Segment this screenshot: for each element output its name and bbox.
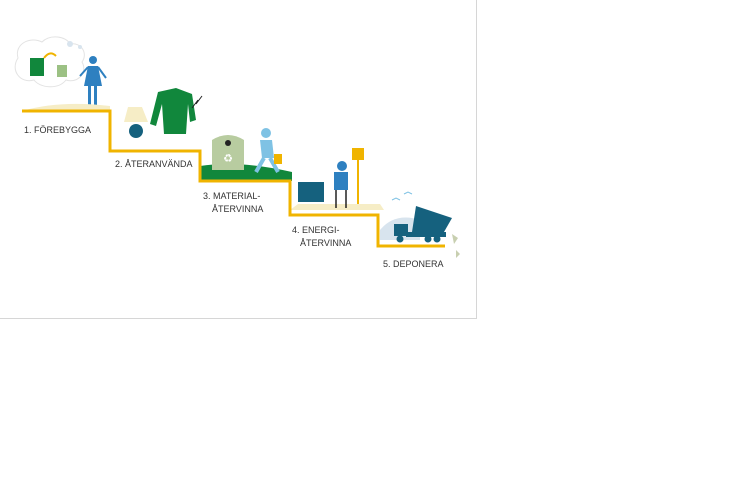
person-walking-icon <box>254 128 280 173</box>
recycling-bin-icon <box>212 135 244 170</box>
radiator-icon <box>298 182 324 202</box>
step-3-label-line2: ÅTERVINNA <box>212 204 263 214</box>
recycle-illustration: ♻ <box>200 128 292 181</box>
step-5-label: 5. DEPONERA <box>383 259 444 269</box>
reuse-illustration <box>124 88 203 138</box>
person-icon <box>79 56 107 106</box>
step-4-label-line1: 4. ENERGI- <box>292 225 340 235</box>
staircase-line <box>22 109 445 248</box>
step-1-label: 1. FÖREBYGGA <box>24 125 91 135</box>
dump-truck-icon <box>412 206 452 232</box>
svg-text:♻: ♻ <box>223 153 233 165</box>
step-3-label-line1: 3. MATERIAL- <box>203 191 260 201</box>
sweater-icon <box>150 88 196 134</box>
lamp-icon <box>129 124 143 138</box>
landfill-illustration <box>380 191 460 258</box>
prevent-illustration <box>14 36 110 111</box>
step-2-label: 2. ÅTERANVÄNDA <box>115 159 193 169</box>
energy-illustration <box>290 148 384 210</box>
bag-icon <box>30 58 44 76</box>
diagram-frame <box>0 0 477 319</box>
step-4-label-line2: ÅTERVINNA <box>300 238 351 248</box>
person-sitting-icon <box>334 161 348 208</box>
